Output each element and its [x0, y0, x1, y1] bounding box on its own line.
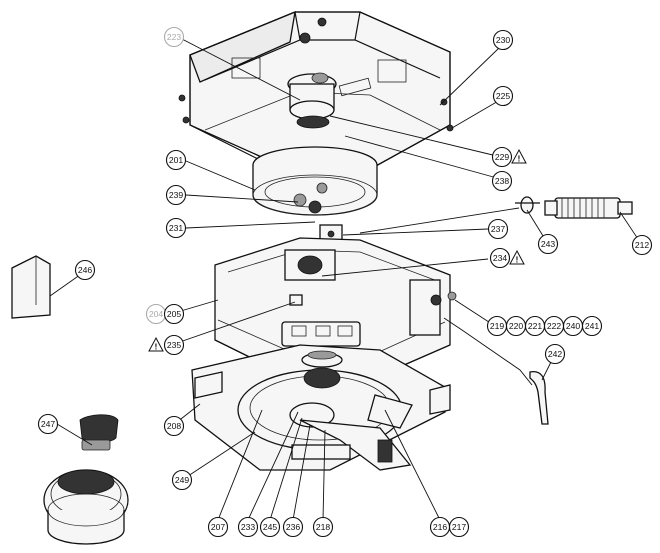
fan-motor	[287, 72, 337, 129]
svg-text:230: 230	[496, 35, 511, 45]
instruction-manual	[11, 255, 51, 319]
svg-text:233: 233	[241, 522, 256, 532]
svg-text:247: 247	[41, 419, 56, 429]
callout-239: 239	[165, 184, 187, 206]
callout-207: 207	[207, 516, 229, 538]
callout-249: 249	[171, 469, 193, 491]
warning-triangle-icon: !	[511, 148, 527, 164]
svg-text:!: !	[155, 343, 158, 352]
svg-text:212: 212	[635, 240, 650, 250]
callout-205: 205	[163, 303, 185, 325]
cap-assembly	[43, 414, 129, 545]
callout-233: 233	[237, 516, 259, 538]
warning-triangle-icon: !	[509, 249, 525, 265]
callout-220: 220	[505, 315, 527, 337]
svg-text:236: 236	[286, 522, 301, 532]
callout-246: 246	[74, 259, 96, 281]
callout-240: 240	[562, 315, 584, 337]
svg-text:208: 208	[167, 421, 182, 431]
svg-text:216: 216	[433, 522, 448, 532]
svg-text:245: 245	[263, 522, 278, 532]
svg-text:201: 201	[169, 155, 184, 165]
callout-231: 231	[165, 217, 187, 239]
svg-text:229: 229	[495, 152, 510, 162]
callout-229: 229	[491, 146, 513, 168]
svg-text:221: 221	[528, 321, 543, 331]
svg-text:239: 239	[169, 190, 184, 200]
svg-text:246: 246	[78, 265, 93, 275]
svg-text:220: 220	[509, 321, 524, 331]
callouts: 223 230 225 229 238 201 239 231 237 243 …	[37, 26, 653, 538]
callout-208: 208	[163, 415, 185, 437]
callout-237: 237	[487, 218, 509, 240]
drain-pan-housing	[214, 237, 457, 383]
warning-triangle-icon: !	[148, 336, 164, 352]
svg-text:218: 218	[316, 522, 331, 532]
callout-223: 223	[163, 26, 185, 48]
callout-234: 234	[489, 247, 511, 269]
svg-text:!: !	[518, 155, 521, 164]
svg-text:222: 222	[547, 321, 562, 331]
drain-hose	[515, 196, 633, 219]
svg-text:234: 234	[493, 253, 508, 263]
svg-text:205: 205	[167, 309, 182, 319]
svg-text:235: 235	[167, 340, 182, 350]
callout-222: 222	[543, 315, 565, 337]
louver-blade	[529, 370, 549, 425]
callout-201: 201	[165, 149, 187, 171]
front-panel	[191, 344, 451, 471]
callout-219: 219	[486, 315, 508, 337]
callout-212: 212	[631, 234, 653, 256]
callout-243: 243	[537, 233, 559, 255]
callout-230: 230	[492, 29, 514, 51]
svg-text:249: 249	[175, 475, 190, 485]
svg-text:217: 217	[452, 522, 467, 532]
svg-text:207: 207	[211, 522, 226, 532]
svg-text:238: 238	[495, 176, 510, 186]
callout-236: 236	[282, 516, 304, 538]
fan-wheel	[252, 146, 378, 216]
svg-text:241: 241	[585, 321, 600, 331]
callout-225: 225	[492, 85, 514, 107]
svg-text:223: 223	[167, 32, 182, 42]
svg-text:!: !	[516, 256, 519, 265]
callout-242: 242	[544, 343, 566, 365]
svg-text:237: 237	[491, 224, 506, 234]
callout-218: 218	[312, 516, 334, 538]
callout-238: 238	[491, 170, 513, 192]
svg-text:204: 204	[149, 309, 164, 319]
svg-text:240: 240	[566, 321, 581, 331]
warning-icons: ! ! !	[148, 148, 527, 352]
svg-text:225: 225	[496, 91, 511, 101]
callout-247: 247	[37, 413, 59, 435]
callout-241: 241	[581, 315, 603, 337]
callout-245: 245	[259, 516, 281, 538]
callout-217: 217	[448, 516, 470, 538]
callout-216: 216	[429, 516, 451, 538]
callout-235: 235	[163, 334, 185, 356]
callout-221: 221	[524, 315, 546, 337]
svg-text:219: 219	[490, 321, 505, 331]
svg-text:242: 242	[548, 349, 563, 359]
svg-text:243: 243	[541, 239, 556, 249]
svg-text:231: 231	[169, 223, 184, 233]
callout-204: 204	[145, 303, 167, 325]
